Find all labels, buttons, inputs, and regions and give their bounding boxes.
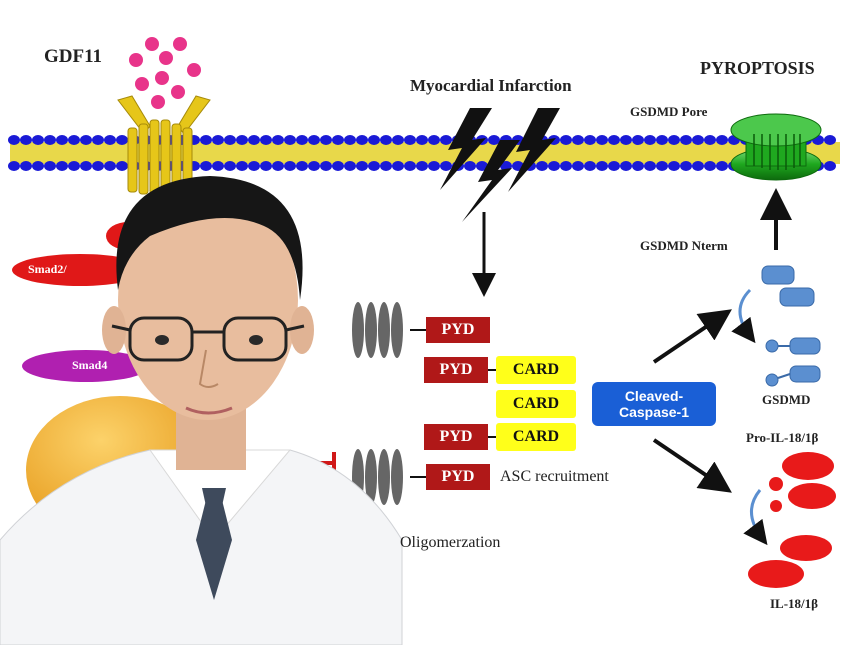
gsdmd-shapes xyxy=(731,265,821,387)
arrow-icon xyxy=(652,309,732,364)
gsdmd-nterm-label: GSDMD Nterm xyxy=(640,238,728,253)
oligomerization-label: Oligomerzation xyxy=(400,534,501,551)
gsdmd-label: GSDMD xyxy=(762,392,811,407)
pyd-box: PYD xyxy=(426,464,490,490)
asc-ovals xyxy=(352,302,403,505)
smad4-label: Smad4 xyxy=(72,358,108,372)
cleaved-caspase-box: Cleaved- Caspase-1 xyxy=(592,382,716,426)
gdf11-receptor xyxy=(117,95,211,195)
pyroptosis-label: PYROPTOSIS xyxy=(700,58,815,78)
pyd-box: PYD xyxy=(426,317,490,343)
il-shapes xyxy=(743,452,836,588)
smad4-shape xyxy=(22,350,150,382)
caspase-line2: Caspase-1 xyxy=(618,404,690,420)
gsdmd-pore xyxy=(730,113,822,181)
person-portrait xyxy=(0,176,403,645)
myocardial-infarction-label: Myocardial Infarction xyxy=(410,76,572,95)
card-box: CARD xyxy=(496,423,576,451)
pyd-box: PYD xyxy=(424,424,488,450)
caspase-line1: Cleaved- xyxy=(624,388,684,404)
gdf11-label: GDF11 xyxy=(44,46,103,67)
pro-il-label: Pro-IL-18/1β xyxy=(746,430,819,445)
arrow-icon xyxy=(652,438,732,493)
lightning-bolt-icon xyxy=(440,108,560,222)
smad23-label: Smad2/ xyxy=(28,262,67,276)
card-box: CARD xyxy=(496,390,576,418)
gdf11-ligands xyxy=(129,37,201,109)
asc-recruitment-label: ASC recruitment xyxy=(500,468,609,485)
gsdmd-pore-label: GSDMD Pore xyxy=(630,104,708,119)
pyd-box: PYD xyxy=(424,357,488,383)
card-box: CARD xyxy=(496,356,576,384)
smad23-shape xyxy=(12,254,148,286)
il-label: IL-18/1β xyxy=(770,596,819,611)
